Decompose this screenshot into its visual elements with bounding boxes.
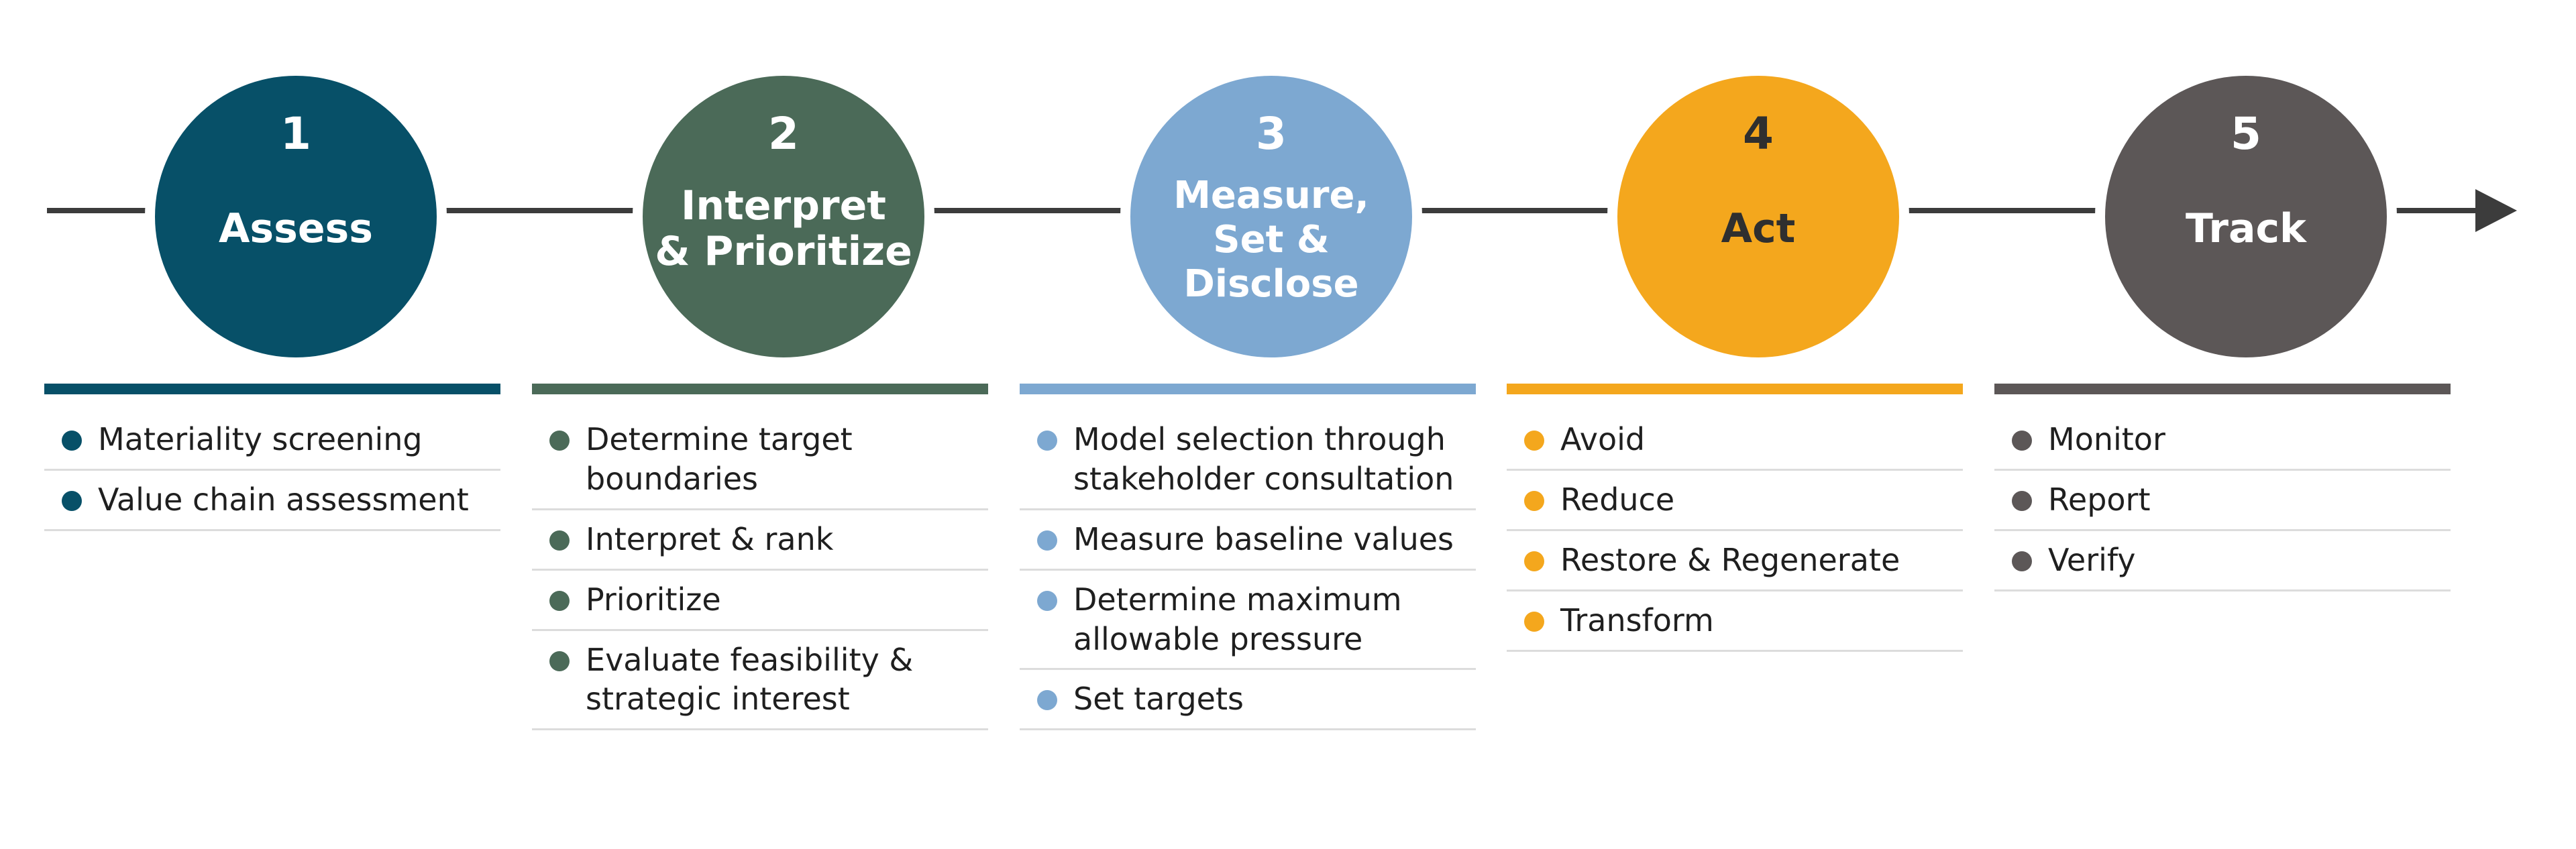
step-circle: 2 Interpret & Prioritize [643,76,924,357]
bullet-dot-icon [1037,431,1057,451]
list-item-label: Measure baseline values [1073,520,1454,557]
step-assess: 1 Assess Materiality screening Value cha… [44,0,500,849]
list-item-label: Monitor [2048,421,2165,457]
step-circle-border: 1 Assess [145,66,447,367]
list-item: Set targets [1020,670,1476,731]
bullet-dot-icon [2012,551,2032,571]
bullet-dot-icon [1524,431,1544,451]
step-circle: 3 Measure, Set & Disclose [1130,76,1412,357]
step-bar [1994,384,2451,394]
list-item: Monitor [1994,410,2451,471]
list-item-label: Report [2048,481,2151,518]
step-number: 5 [2231,108,2261,160]
list-item: Determine maximum allowable pressure [1020,571,1476,671]
list-item-label: Value chain assessment [98,481,469,518]
list-item: Verify [1994,531,2451,591]
bullet-dot-icon [62,490,82,511]
list-item-label: Reduce [1560,481,1675,518]
bullet-dot-icon [1037,530,1057,551]
timeline-arrow-head [2475,189,2517,232]
step-circle: 5 Track [2105,76,2387,357]
list-item-label: Evaluate feasibility & strategic interes… [586,641,914,718]
list-item: Restore & Regenerate [1507,531,1963,591]
step-item-list: Materiality screening Value chain assess… [44,410,500,531]
list-item-label: Prioritize [586,581,721,618]
step-circle: 4 Act [1617,76,1899,357]
list-item: Transform [1507,591,1963,652]
step-item-list: Model selection through stakeholder cons… [1020,410,1476,731]
list-item-label: Restore & Regenerate [1560,541,1900,578]
step-bar [532,384,988,394]
step-circle-border: 5 Track [2095,66,2397,367]
step-act: 4 Act Avoid Reduce Restore & Regenerate … [1507,0,1963,849]
step-circle-border: 3 Measure, Set & Disclose [1120,66,1422,367]
step-number: 4 [1743,108,1774,160]
bullet-dot-icon [2012,431,2032,451]
step-number: 1 [280,108,311,160]
list-item: Report [1994,471,2451,531]
list-item: Reduce [1507,471,1963,531]
list-item: Prioritize [532,571,988,631]
list-item-label: Avoid [1560,421,1646,457]
bullet-dot-icon [549,530,570,551]
step-measure-set-disclose: 3 Measure, Set & Disclose Model selectio… [1020,0,1476,849]
bullet-dot-icon [1037,590,1057,611]
list-item-label: Transform [1560,602,1714,638]
bullet-dot-icon [62,431,82,451]
step-circle: 1 Assess [155,76,437,357]
step-title: Track [2186,205,2306,252]
list-item-label: Set targets [1073,681,1244,718]
list-item-label: Determine target boundaries [586,421,853,497]
list-item-label: Interpret & rank [586,520,834,557]
list-item: Determine target boundaries [532,410,988,510]
step-interpret-prioritize: 2 Interpret & Prioritize Determine targe… [532,0,988,849]
step-track: 5 Track Monitor Report Verify [1994,0,2451,849]
step-item-list: Determine target boundaries Interpret & … [532,410,988,731]
step-circle-border: 4 Act [1607,66,1909,367]
step-circle-border: 2 Interpret & Prioritize [633,66,934,367]
step-bar [44,384,500,394]
list-item-label: Verify [2048,541,2136,578]
bullet-dot-icon [2012,490,2032,511]
step-item-list: Monitor Report Verify [1994,410,2451,591]
bullet-dot-icon [549,590,570,611]
list-item-label: Model selection through stakeholder cons… [1073,421,1454,497]
step-item-list: Avoid Reduce Restore & Regenerate Transf… [1507,410,1963,652]
bullet-dot-icon [549,650,570,671]
step-title: Interpret & Prioritize [655,182,912,275]
list-item-label: Materiality screening [98,421,423,457]
list-item: Avoid [1507,410,1963,471]
bullet-dot-icon [1037,690,1057,711]
bullet-dot-icon [1524,551,1544,571]
list-item: Model selection through stakeholder cons… [1020,410,1476,510]
list-item: Materiality screening [44,410,500,471]
step-title: Measure, Set & Disclose [1173,173,1369,306]
bullet-dot-icon [549,431,570,451]
step-bar [1020,384,1476,394]
step-title: Assess [219,205,373,252]
list-item: Evaluate feasibility & strategic interes… [532,631,988,731]
bullet-dot-icon [1524,490,1544,511]
bullet-dot-icon [1524,611,1544,632]
step-title: Act [1721,205,1796,252]
step-bar [1507,384,1963,394]
step-number: 3 [1256,108,1287,160]
list-item: Value chain assessment [44,471,500,531]
list-item: Measure baseline values [1020,510,1476,571]
list-item: Interpret & rank [532,510,988,571]
step-number: 2 [768,108,799,160]
list-item-label: Determine maximum allowable pressure [1073,581,1402,657]
